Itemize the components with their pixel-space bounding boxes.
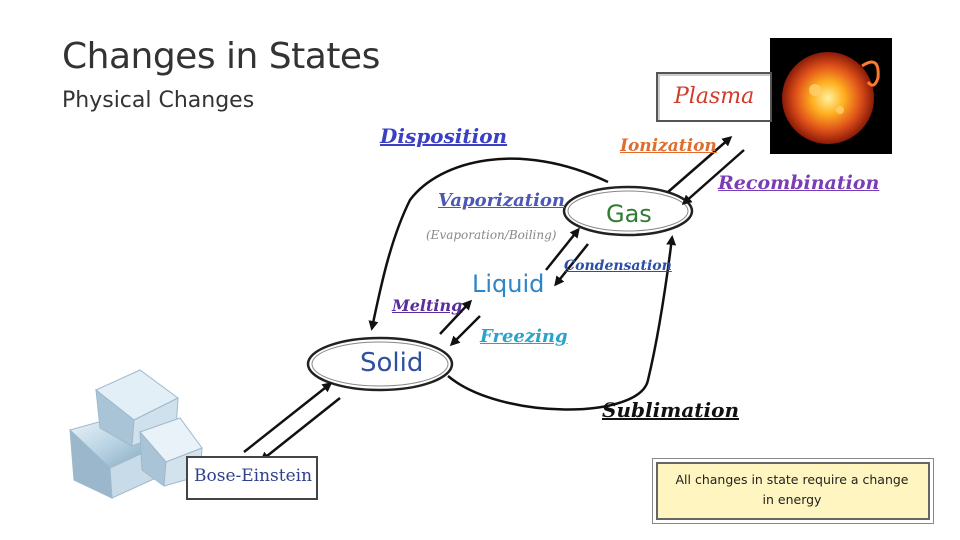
- label-condensation: Condensation: [564, 258, 672, 274]
- label-ionization: Ionization: [620, 136, 717, 156]
- ice-cubes-image: [69, 369, 203, 499]
- state-plasma: Plasma: [674, 84, 755, 109]
- plasma-box: [656, 72, 772, 122]
- bose-einstein-box: [186, 456, 318, 500]
- page-subtitle: Physical Changes: [62, 88, 255, 113]
- energy-note-text: All changes in state require a change in…: [675, 472, 909, 507]
- ionization-arrow: [667, 136, 733, 193]
- sun-image: [770, 38, 892, 154]
- energy-note-box: [656, 462, 930, 520]
- vaporization-arrow: [545, 227, 580, 271]
- sublimation-arrow: [447, 235, 677, 411]
- state-bose-einstein: Bose-Einstein: [194, 466, 313, 486]
- label-vaporization-note: (Evaporation/Boiling): [426, 228, 557, 242]
- freezing-arrow: [449, 315, 481, 347]
- solid-ellipse-inner: [311, 341, 449, 387]
- disposition-arrow: [368, 157, 609, 331]
- label-recombination: Recombination: [718, 172, 880, 194]
- bose-to-solid-arrow-down: [259, 397, 341, 462]
- gas-ellipse: [562, 185, 694, 237]
- solid-ellipse: [306, 336, 454, 392]
- state-gas: Gas: [606, 200, 652, 228]
- label-vaporization: Vaporization: [438, 190, 566, 211]
- recombination-arrow: [681, 149, 745, 205]
- page-title: Changes in States: [62, 36, 380, 77]
- label-melting: Melting: [392, 296, 463, 315]
- label-disposition: Disposition: [380, 124, 508, 148]
- gas-ellipse-inner: [567, 190, 689, 232]
- state-liquid: Liquid: [472, 270, 545, 298]
- melting-arrow: [439, 299, 473, 335]
- state-solid: Solid: [360, 348, 424, 378]
- label-freezing: Freezing: [480, 326, 568, 347]
- label-sublimation: Sublimation: [602, 398, 740, 422]
- condensation-arrow: [554, 243, 589, 287]
- solid-to-bose-arrow-up: [243, 382, 333, 453]
